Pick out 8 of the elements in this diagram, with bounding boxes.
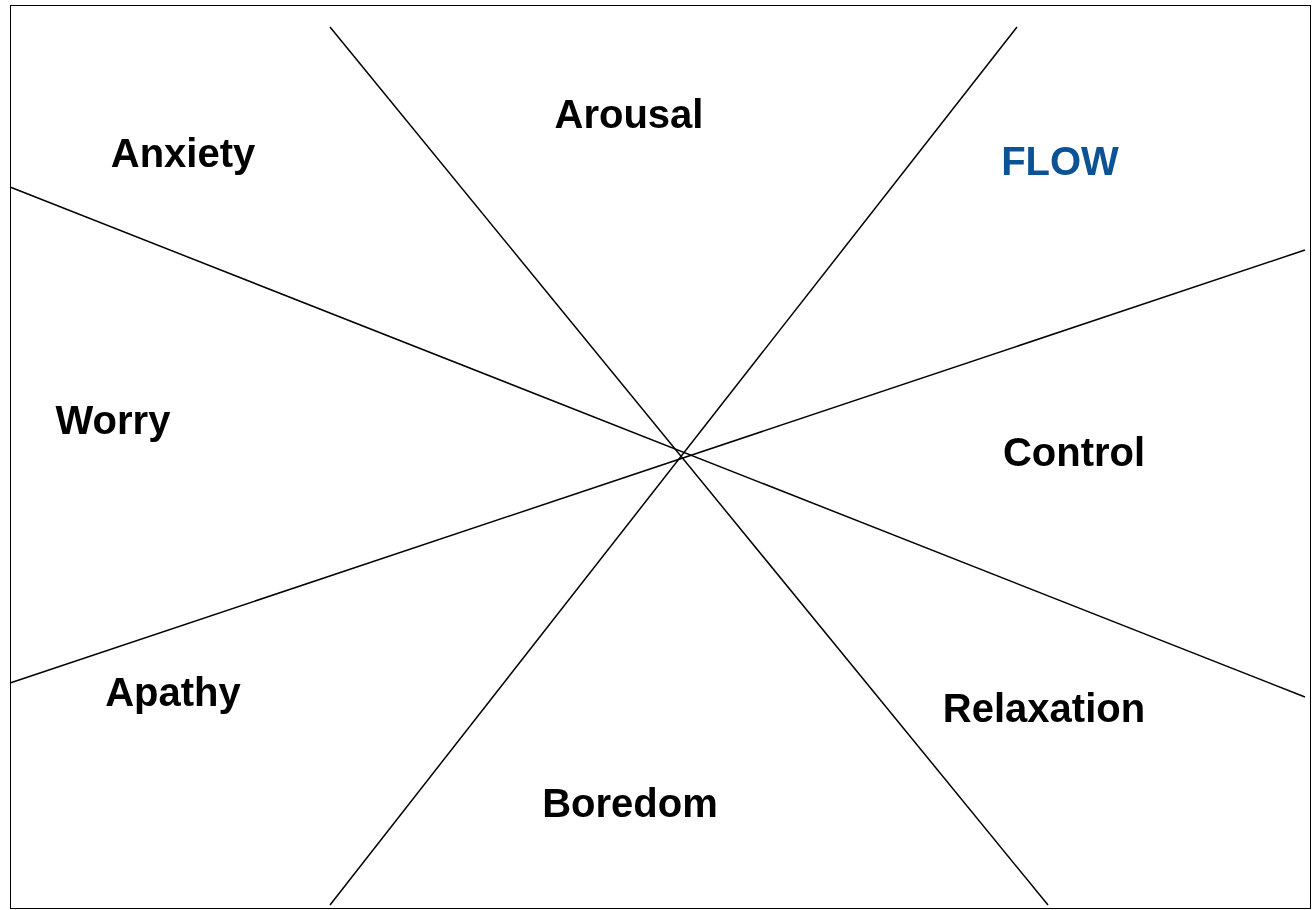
sector-label: Boredom bbox=[542, 780, 718, 826]
sector-label: FLOW bbox=[1001, 138, 1119, 184]
sector-label: Anxiety bbox=[110, 130, 256, 176]
sector-label: Worry bbox=[55, 397, 171, 443]
sector-label: Relaxation bbox=[942, 685, 1146, 731]
sector-label: Apathy bbox=[105, 669, 241, 715]
sector-label: Arousal bbox=[554, 91, 704, 137]
sector-label: Control bbox=[1002, 429, 1146, 475]
